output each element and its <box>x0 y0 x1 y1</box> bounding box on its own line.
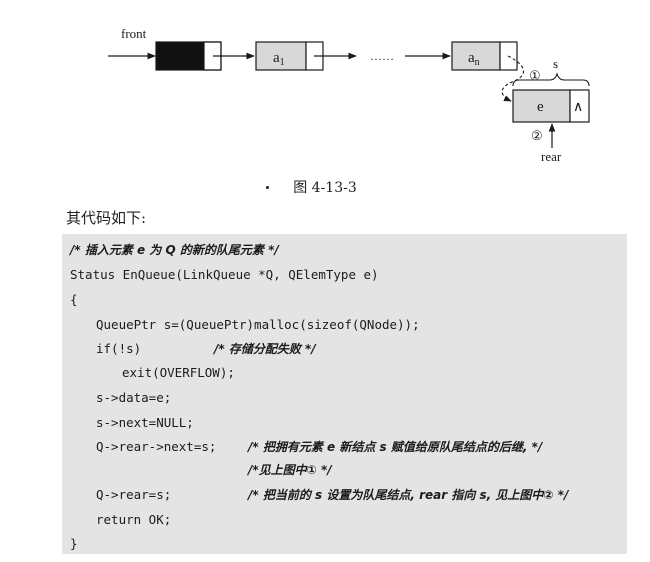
code-line-if: if(!s) <box>96 341 142 356</box>
node-a1: a1 <box>255 41 324 71</box>
linked-queue-diagram: front a1 …… an ① s e ∧ ② rea <box>108 26 590 164</box>
ellipsis: …… <box>370 49 394 63</box>
code-line-exit: exit(OVERFLOW); <box>122 365 235 380</box>
marker-one: ① <box>529 68 541 83</box>
node-e-label: e <box>537 99 544 115</box>
code-line-return: return OK; <box>96 512 172 527</box>
node-a1-label: a1 <box>273 50 285 68</box>
code-line-open-brace: { <box>70 292 78 307</box>
code-comment-header: /* 插入元素 e 为 Q 的新的队尾元素 */ <box>70 243 279 257</box>
null-pointer-symbol: ∧ <box>573 100 583 115</box>
code-comment-alloc-fail: /* 存储分配失败 */ <box>214 342 316 356</box>
code-line-signature: Status EnQueue(LinkQueue *Q, QElemType e… <box>70 267 379 282</box>
code-line-next-null: s->next=NULL; <box>96 415 194 430</box>
marker-two: ② <box>531 128 543 143</box>
code-comment-see-fig-1: /*见上图中① */ <box>248 463 332 477</box>
code-comment-rear-next: /* 把拥有元素 e 新结点 s 赋值给原队尾结点的后继, */ <box>248 440 543 454</box>
head-node <box>155 41 222 71</box>
intro-text: 其代码如下: <box>66 209 147 227</box>
s-label: s <box>553 56 558 71</box>
new-link-dashed-arrow <box>501 55 525 102</box>
rear-label: rear <box>541 149 562 164</box>
node-an: an <box>451 41 518 71</box>
code-line-malloc: QueuePtr s=(QueuePtr)malloc(sizeof(QNode… <box>96 317 420 332</box>
code-line-rear: Q->rear=s; <box>96 487 172 502</box>
code-line-rear-next: Q->rear->next=s; <box>96 439 217 454</box>
code-comment-rear: /* 把当前的 s 设置为队尾结点, rear 指向 s, 见上图中② */ <box>248 488 569 502</box>
node-e: e ∧ <box>512 89 590 123</box>
stray-dot <box>266 186 269 189</box>
figure-caption: 图 4-13-3 <box>293 180 357 196</box>
s-brace <box>512 72 590 87</box>
code-line-close-brace: } <box>70 536 78 551</box>
node-an-label: an <box>468 50 480 68</box>
code-block: /* 插入元素 e 为 Q 的新的队尾元素 */ Status EnQueue(… <box>62 234 627 554</box>
code-line-data: s->data=e; <box>96 390 172 405</box>
front-label: front <box>121 26 147 41</box>
